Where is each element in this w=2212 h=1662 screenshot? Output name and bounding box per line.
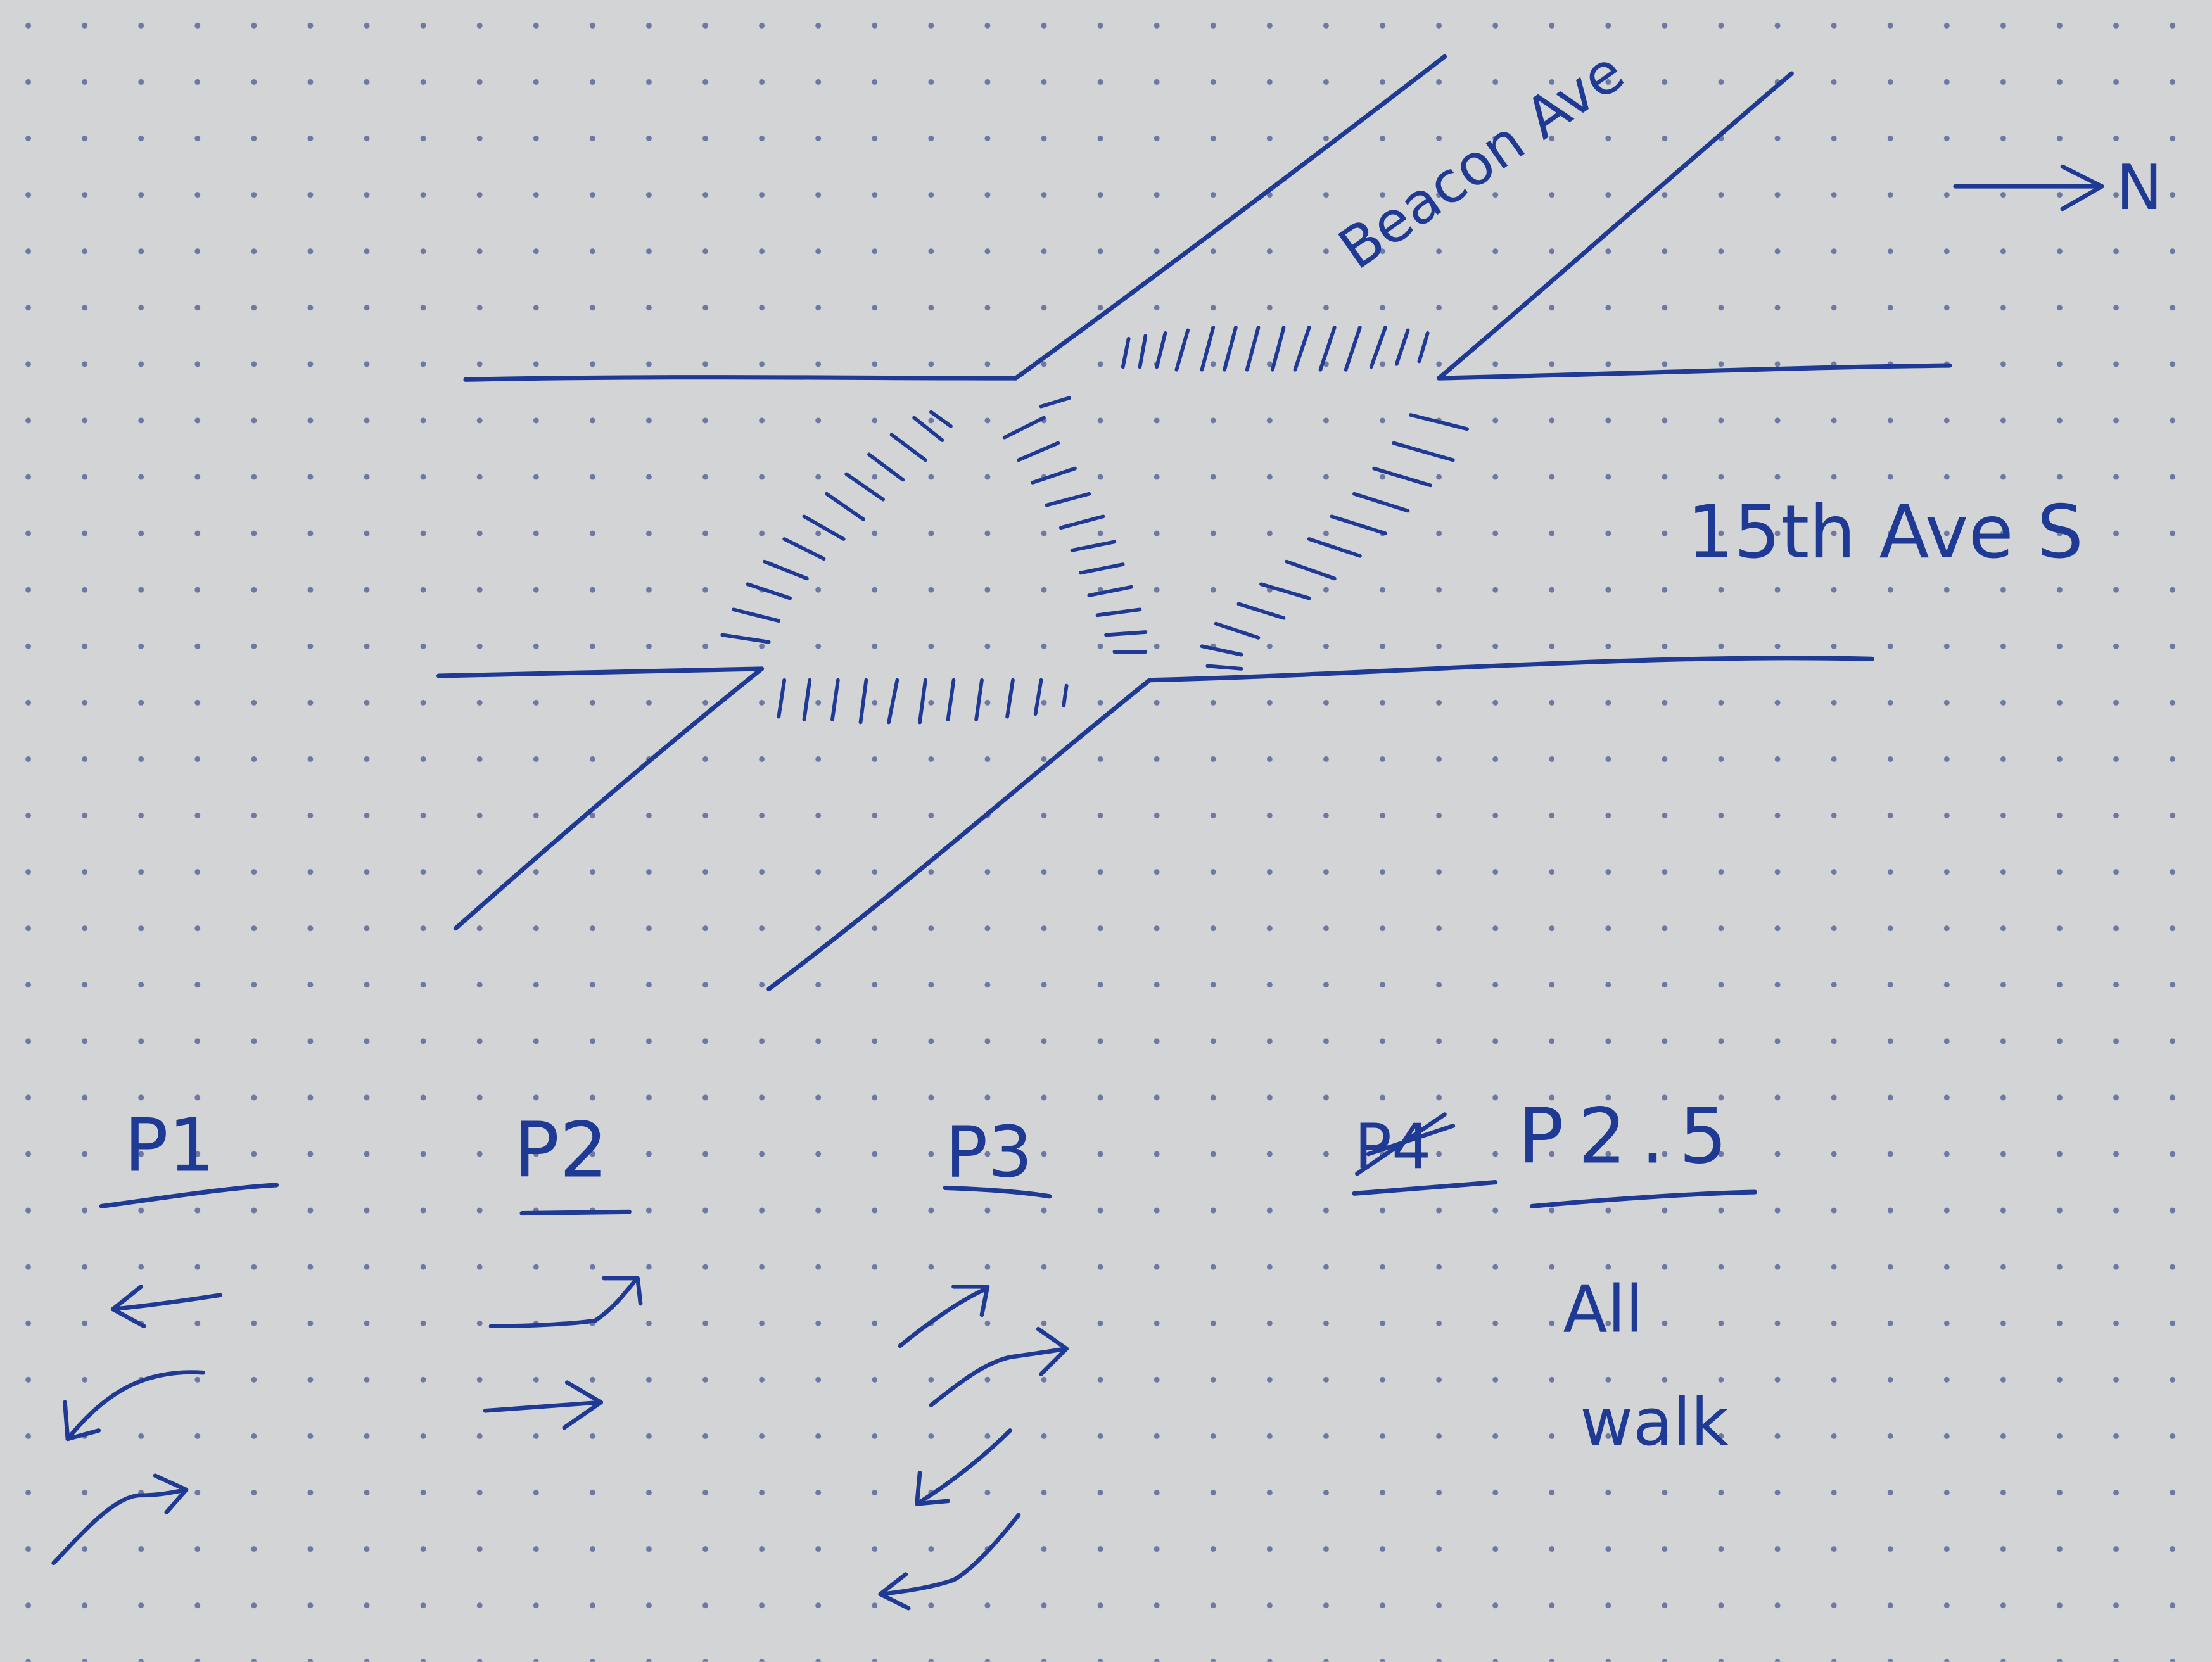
phase-label-p4-crossed: P4 bbox=[1354, 1111, 1431, 1183]
compass bbox=[1953, 164, 2104, 212]
arrow-right-icon bbox=[1953, 164, 2104, 212]
diag-right-lower bbox=[766, 678, 1152, 991]
p4-underline bbox=[1352, 1179, 1498, 1196]
phase-label-p2: P2 bbox=[514, 1107, 608, 1195]
diag-right-upper bbox=[1437, 71, 1794, 381]
arrow-curve-down-left-icon bbox=[63, 1370, 206, 1442]
street-edges-beacon-ave bbox=[453, 54, 1794, 991]
crosswalk-west bbox=[720, 410, 953, 644]
north-edge-west bbox=[463, 375, 1019, 382]
p1-moves bbox=[51, 1284, 222, 1566]
phase-label-p2-5: P2.5 bbox=[1518, 1092, 1741, 1181]
diag-left-lower bbox=[453, 666, 765, 931]
phase-label-p1: P1 bbox=[124, 1104, 215, 1189]
arrow-curve-up-right-icon bbox=[488, 1276, 643, 1329]
note-walk: walk bbox=[1580, 1385, 1729, 1461]
street-label-15th-ave-s: 15th Ave S bbox=[1688, 490, 2083, 575]
p1-underline bbox=[99, 1183, 279, 1208]
arrow-left-icon bbox=[110, 1284, 222, 1329]
p3-moves bbox=[878, 1284, 1069, 1611]
p3-underline bbox=[943, 1185, 1052, 1199]
p25-underline bbox=[1530, 1189, 1758, 1208]
p2-moves bbox=[483, 1276, 643, 1430]
arrow-curve-down-left-icon bbox=[878, 1513, 1021, 1611]
compass-label: N bbox=[2116, 152, 2163, 224]
south-edge-east bbox=[1147, 656, 1874, 683]
diag-left-upper bbox=[1013, 54, 1447, 381]
crosswalk-east bbox=[1200, 413, 1470, 671]
arrow-curve-up-right-icon bbox=[51, 1473, 189, 1566]
south-edge-west bbox=[436, 666, 765, 678]
note-all: All bbox=[1563, 1272, 1644, 1348]
crosswalk-center bbox=[1002, 396, 1148, 654]
arrow-curve-up-right-icon bbox=[929, 1326, 1069, 1407]
arrow-down-left-icon bbox=[915, 1428, 1012, 1506]
phase-underlines bbox=[99, 1179, 1758, 1216]
crosswalk-south bbox=[777, 678, 1069, 725]
phase-label-p3: P3 bbox=[945, 1112, 1033, 1194]
crosswalks bbox=[720, 326, 1470, 725]
arrow-up-right-icon bbox=[898, 1284, 990, 1348]
arrow-right-icon bbox=[483, 1380, 604, 1430]
p2-underline bbox=[519, 1209, 632, 1216]
strike-through bbox=[1355, 1112, 1456, 1176]
crosswalk-north bbox=[1121, 326, 1430, 372]
north-edge-east bbox=[1437, 363, 1952, 381]
street-edges-15th-ave bbox=[436, 363, 1952, 683]
